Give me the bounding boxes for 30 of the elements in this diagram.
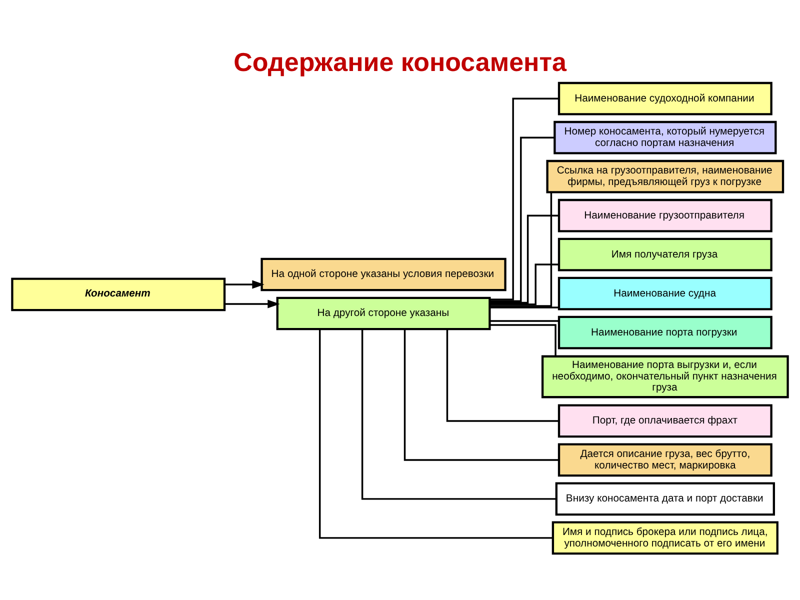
node-box: Наименование порта погрузки <box>558 315 772 349</box>
connector <box>318 328 553 538</box>
node-box: На другой стороне указаны <box>276 296 491 330</box>
node-box: Имя и подпись брокера или подпись лица, уполномоченного подписать от его имени <box>552 520 778 554</box>
arrow <box>224 299 280 308</box>
node-box: Имя получателя груза <box>558 237 772 271</box>
connector <box>361 328 556 500</box>
node-box: Наименование судна <box>558 276 772 310</box>
connector <box>490 214 559 304</box>
connector <box>490 192 552 306</box>
connector <box>490 136 554 302</box>
node-box: Наименование порта выгрузки и, если необходимо, окончательный пункт назначения груза <box>541 354 789 398</box>
node-box: Наименование грузоотправителя <box>558 198 772 232</box>
node-box: Порт, где оплачивается фрахт <box>558 404 772 438</box>
node-box: На одной стороне указаны условия перевозки <box>260 257 506 291</box>
connector <box>446 328 559 422</box>
node-box: Дается описание груза, вес брутто, количество мест, маркировка <box>558 442 772 476</box>
connector <box>490 263 559 305</box>
connector <box>490 320 560 322</box>
arrow <box>224 280 264 288</box>
connector <box>490 97 559 300</box>
connector <box>490 306 560 308</box>
node-box: Ссылка на грузоотправителя, наименование фирмы, предъявляющей груз к погрузке <box>546 159 784 193</box>
connector <box>404 328 559 460</box>
connector <box>490 324 556 356</box>
diagram-title: Содержание коносамента <box>234 46 566 76</box>
node-box: Наименование судоходной компании <box>558 81 772 115</box>
node-box: Внизу коносамента дата и порт доставки <box>555 482 775 516</box>
node-box: Коносамент <box>11 277 226 311</box>
node-box: Номер коносамента, который нумеруется согласно портам назначения <box>554 120 777 154</box>
